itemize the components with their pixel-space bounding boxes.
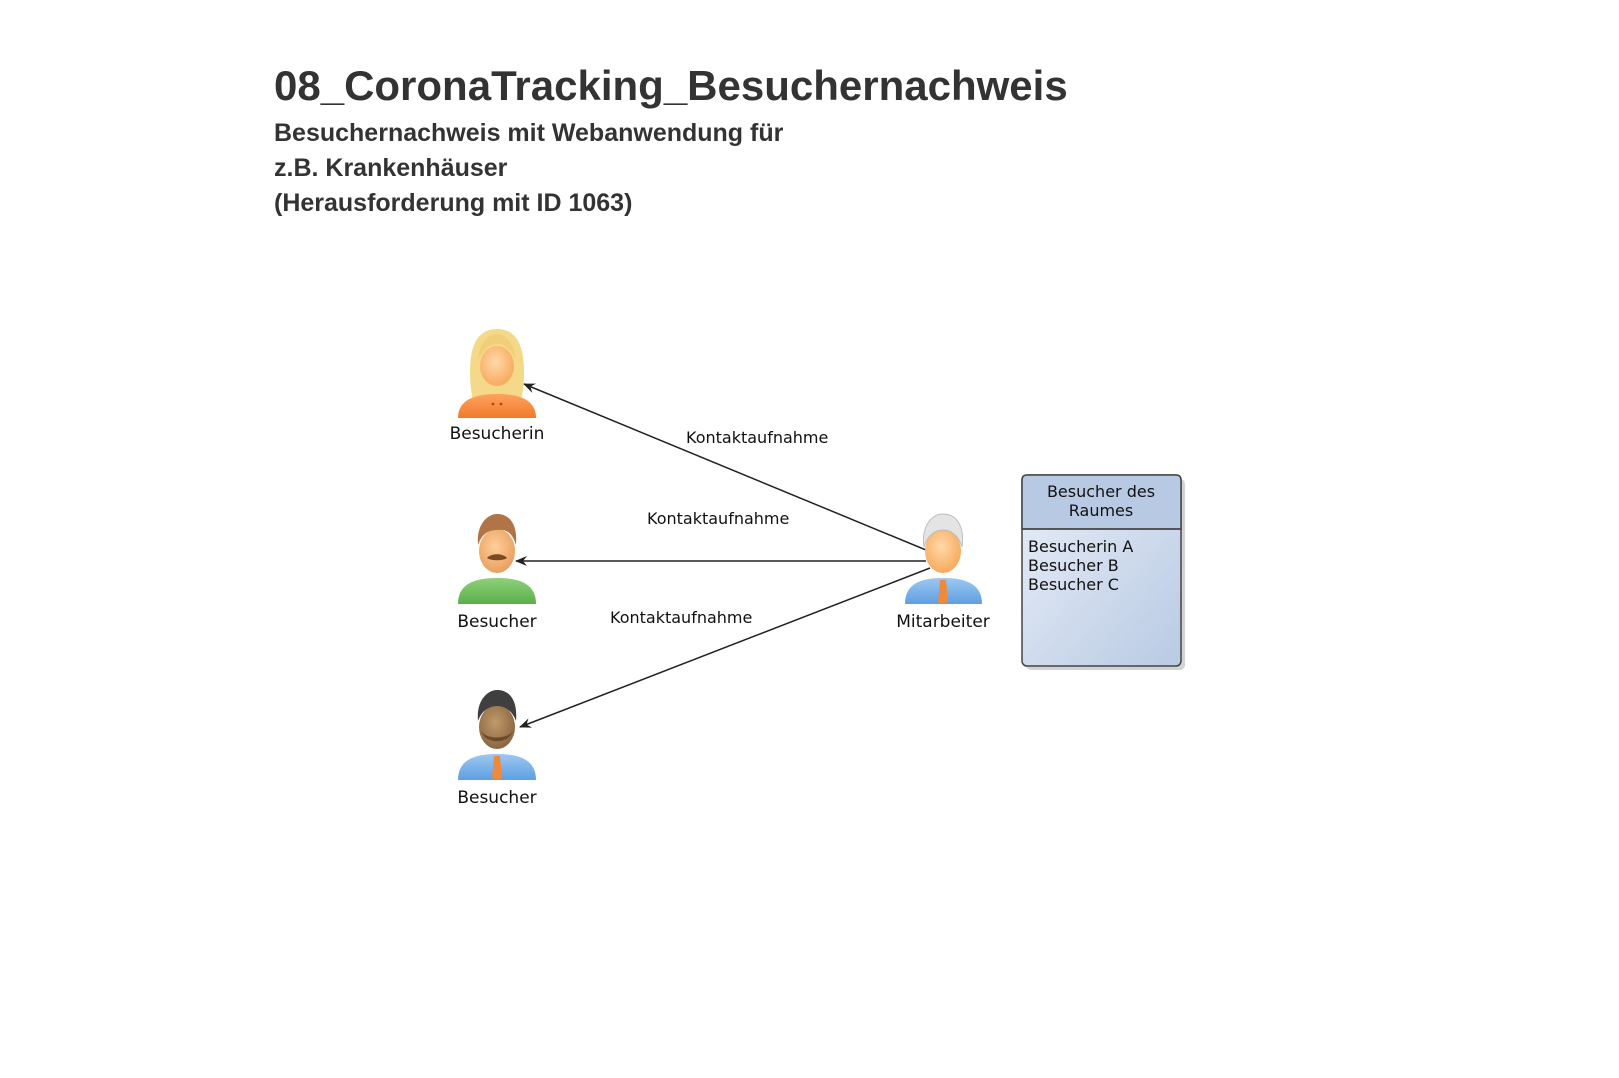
subtitle-line-1: Besuchernachweis mit Webanwendung für [274,119,784,147]
diagram-header: 08_CoronaTracking_Besuchernachweis Besuc… [274,56,1068,221]
male-user-tie-icon [458,690,536,780]
box-item-1: Besucherin A [1028,537,1133,556]
edge-label-3: Kontaktaufnahme [610,608,752,627]
edge-to-besucher-2 [519,567,931,728]
box-item-3: Besucher C [1028,575,1119,594]
page-title: 08_CoronaTracking_Besuchernachweis [274,62,1068,109]
box-title-line-2: Raumes [1069,501,1133,520]
employee-user-icon [905,513,982,604]
box-item-2: Besucher B [1028,556,1119,575]
actor-besucher-2-label: Besucher [457,788,536,808]
subtitle-line-3: (Herausforderung mit ID 1063) [274,189,633,217]
edge-to-besucherin [523,383,927,551]
edge-label-1: Kontaktaufnahme [686,428,828,447]
actor-mitarbeiter-label: Mitarbeiter [896,612,990,632]
box-title-line-1: Besucher des [1047,482,1155,501]
actor-besucherin-label: Besucherin [450,424,545,444]
subtitle-line-2: z.B. Krankenhäuser [274,154,508,182]
visitor-list-box: Besucher des Raumes Besucherin A Besuche… [1021,474,1185,670]
female-user-icon [458,329,536,418]
actor-besucher-1-label: Besucher [457,612,536,632]
male-user-mustache-icon [458,514,536,604]
edge-label-2: Kontaktaufnahme [647,509,789,528]
